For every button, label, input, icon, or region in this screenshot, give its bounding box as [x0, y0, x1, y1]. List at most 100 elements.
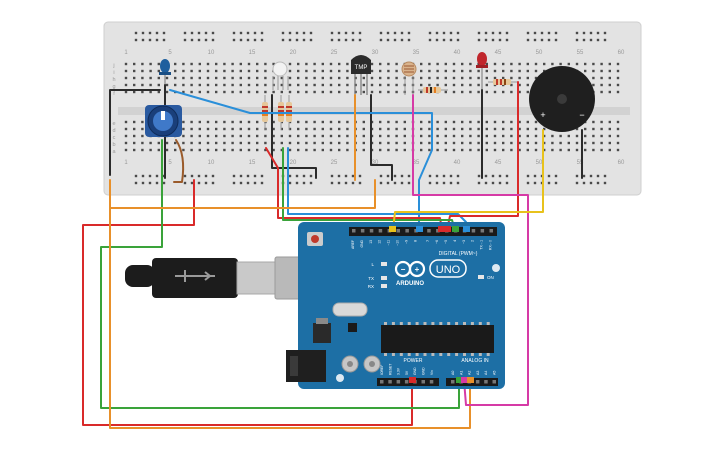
breadboard-rail-hole [183, 38, 187, 42]
breadboard-hole [510, 76, 513, 80]
power-pin-hole[interactable] [404, 380, 409, 384]
breadboard-rail-hole [379, 174, 383, 178]
breadboard-hole [420, 148, 423, 152]
wire-yellow-buzzer-to-pin11[interactable] [392, 129, 544, 231]
breadboard-hole [215, 141, 218, 145]
wire-blue-led-to-pin9[interactable] [169, 89, 433, 231]
wire-black-pot-left[interactable] [109, 89, 161, 176]
breadboard-rail-hole [337, 174, 341, 178]
breadboard-hole [215, 62, 218, 66]
chip-pin [447, 353, 451, 356]
reset-button[interactable] [311, 235, 319, 243]
breadboard-rail-hole [589, 181, 593, 185]
buzzer-plus-label: + [540, 110, 545, 120]
breadboard-hole [190, 69, 193, 73]
digital-pin-hole[interactable] [352, 229, 356, 233]
col-number: 5 [168, 160, 172, 166]
breadboard-hole [600, 76, 603, 80]
breadboard-hole [215, 134, 218, 138]
digital-pin-hole[interactable] [436, 229, 440, 233]
breadboard-hole [133, 76, 136, 80]
row-letter: j [112, 63, 114, 69]
breadboard-hole [469, 127, 472, 131]
digital-pin-hole[interactable] [360, 229, 365, 233]
breadboard-rail-hole [246, 181, 250, 185]
digital-pin-hole[interactable] [427, 229, 431, 233]
digital-pin-hole[interactable] [369, 229, 374, 233]
power-pin-hole[interactable] [429, 380, 434, 384]
breadboard-rail-hole [547, 174, 551, 178]
wire-green-pot-to-a0[interactable] [100, 139, 460, 409]
wire-brown-pot[interactable] [173, 139, 185, 183]
rgb-led[interactable] [272, 61, 289, 90]
resistor-photo[interactable] [418, 87, 448, 93]
digital-pin-hole[interactable] [378, 229, 383, 233]
breadboard-hole [288, 141, 292, 145]
wire-black-rgb[interactable] [271, 94, 317, 179]
breadboard-hole [362, 141, 365, 145]
analog-pin-hole[interactable] [492, 380, 497, 384]
digital-pin-hole[interactable] [396, 229, 401, 233]
breadboard-hole [461, 127, 464, 131]
breadboard-rail-hole [526, 38, 530, 42]
breadboard-hole [485, 141, 488, 145]
wire-pink-to-a1[interactable] [412, 179, 529, 406]
digital-pin-hole[interactable] [471, 229, 476, 233]
analog-pin-hole[interactable] [475, 380, 480, 384]
analog-pin-hole[interactable] [484, 380, 488, 384]
breadboard-rail-hole [400, 174, 404, 178]
breadboard-rail-hole [428, 38, 432, 42]
resistor-led[interactable] [488, 79, 518, 85]
digital-pin-hole[interactable] [480, 229, 485, 233]
power-pin-hole[interactable] [380, 380, 384, 384]
power-pin-label: GND [413, 367, 417, 375]
breadboard-hole [264, 76, 267, 80]
breadboard-rail-hole [309, 31, 313, 35]
potentiometer[interactable] [145, 105, 182, 137]
usb-icon [175, 270, 215, 282]
breadboard-hole [518, 76, 521, 80]
temperature-sensor[interactable]: TMP [351, 55, 371, 95]
breadboard-rail-hole [491, 38, 495, 42]
power-pin-hole[interactable] [388, 380, 392, 384]
breadboard-hole [526, 69, 529, 73]
breadboard-rail-hole [260, 174, 264, 178]
piezo-buzzer[interactable]: + − [529, 66, 595, 132]
breadboard-hole [198, 76, 201, 80]
breadboard-rail-hole [183, 181, 187, 185]
wire-red-5v[interactable] [82, 179, 413, 426]
analog-pin-label: A4 [484, 371, 488, 375]
wire-orange-breadboard-top[interactable] [109, 179, 376, 209]
breadboard-hole [223, 134, 226, 138]
breadboard-rail-hole [295, 181, 299, 185]
breadboard-hole [510, 62, 513, 66]
logo-text-uno: UNO [436, 264, 461, 276]
breadboard-hole [346, 134, 349, 138]
blue-led[interactable] [159, 59, 171, 85]
digital-pin-hole[interactable] [405, 229, 409, 233]
breadboard-rail-hole [393, 31, 397, 35]
red-led[interactable] [476, 52, 488, 90]
digital-pin-label: GND [360, 239, 364, 247]
led-label-tx: TX [368, 276, 374, 281]
breadboard-hole [543, 141, 546, 145]
breadboard-hole [395, 120, 398, 124]
breadboard-hole [149, 62, 152, 66]
digital-pin-hole[interactable] [489, 229, 494, 233]
pot-knob[interactable] [153, 111, 173, 131]
breadboard-rail-hole [211, 38, 215, 42]
power-pin-hole[interactable] [421, 380, 426, 384]
digital-pin-label: RX←0 [489, 240, 493, 250]
breadboard-hole [370, 62, 374, 66]
breadboard-rail-hole [603, 38, 607, 42]
breadboard-rail-hole [190, 38, 194, 42]
breadboard-hole [182, 134, 185, 138]
breadboard-rail-hole [400, 31, 404, 35]
breadboard-rail-hole [540, 38, 544, 42]
breadboard-hole [247, 76, 251, 80]
wire-black-sensor[interactable] [370, 94, 393, 181]
photoresistor[interactable] [401, 61, 417, 95]
analog-pin-hole[interactable] [451, 380, 455, 384]
power-pin-hole[interactable] [396, 380, 401, 384]
breadboard-hole [461, 134, 464, 138]
